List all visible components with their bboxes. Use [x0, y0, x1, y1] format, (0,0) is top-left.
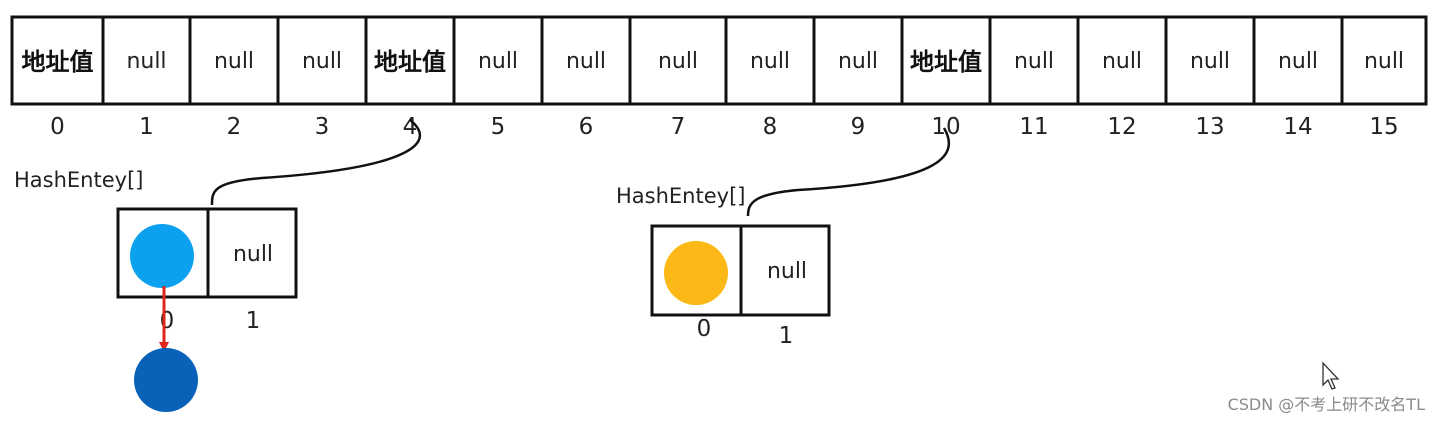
main-array-index-11: 11 — [1019, 114, 1048, 140]
entry-a-index-0: 0 — [160, 308, 175, 334]
main-array-cell-5-text: null — [478, 49, 518, 74]
entry-array-a-label: HashEntey[] — [14, 168, 143, 192]
main-array-index-4: 4 — [403, 114, 418, 140]
main-array-cell-11-text: null — [1014, 49, 1054, 74]
main-array-index-9: 9 — [851, 114, 866, 140]
main-array-index-1: 1 — [139, 114, 154, 140]
main-array-index-0: 0 — [50, 114, 65, 140]
main-array-index-8: 8 — [763, 114, 778, 140]
entry-b-index-1: 1 — [779, 323, 794, 349]
entry-b-cell-1 — [739, 224, 831, 317]
main-array-cell-6-text: null — [566, 49, 606, 74]
main-array-index-7: 7 — [671, 114, 686, 140]
main-array-cell-15-text: null — [1364, 49, 1404, 74]
main-array: 地址值 0 null 1 null 2 null 3 地址值 4 null 5 null 6 null 7 nu… — [10, 15, 1428, 140]
main-array-cell-4-text: 地址值 — [374, 48, 446, 76]
entry-a-index-1: 1 — [246, 308, 261, 334]
main-array-index-15: 15 — [1369, 114, 1398, 140]
main-array-index-10: 10 — [931, 114, 960, 140]
entry-array-b: null 0 1 — [650, 224, 831, 349]
entry-b-index-0: 0 — [697, 316, 712, 342]
entry-a-cell-1 — [206, 207, 298, 299]
main-array-cell-9-text: null — [838, 49, 878, 74]
main-array-cell-13-text: null — [1190, 49, 1230, 74]
link-curve-index-10 — [746, 127, 951, 217]
main-array-cell-10-text: 地址值 — [910, 48, 982, 76]
entry-array-a: null 0 1 — [116, 207, 298, 412]
link-curve-index-4 — [210, 119, 422, 206]
main-array-index-14: 14 — [1283, 114, 1312, 140]
main-array-cell-2-text: null — [214, 49, 254, 74]
main-array-index-3: 3 — [315, 114, 330, 140]
main-array-cell-1-text: null — [126, 49, 166, 74]
main-array-index-5: 5 — [491, 114, 506, 140]
main-array-index-13: 13 — [1195, 114, 1224, 140]
main-array-cell-12-text: null — [1102, 49, 1142, 74]
main-array-cell-14-text: null — [1278, 49, 1318, 74]
main-array-cell-7-text: null — [658, 49, 698, 74]
main-array-frame — [10, 15, 1428, 106]
entry-a-cell-1-text: null — [233, 242, 273, 267]
main-array-index-2: 2 — [227, 114, 242, 140]
main-array-cell-0-text: 地址值 — [22, 48, 94, 76]
main-array-cell-8-text: null — [750, 49, 790, 74]
main-array-index-12: 12 — [1107, 114, 1136, 140]
main-array-cell-3-text: null — [302, 49, 342, 74]
mouse-cursor-icon — [1322, 361, 1340, 390]
entry-array-b-label: HashEntey[] — [616, 184, 745, 208]
main-array-index-6: 6 — [579, 114, 594, 140]
chained-node-dark-blue — [134, 348, 198, 412]
entry-node-yellow — [664, 241, 728, 305]
entry-b-cell-1-text: null — [767, 259, 807, 284]
entry-node-blue — [130, 224, 194, 288]
watermark: CSDN @不考上研不改名TL — [1228, 395, 1425, 414]
